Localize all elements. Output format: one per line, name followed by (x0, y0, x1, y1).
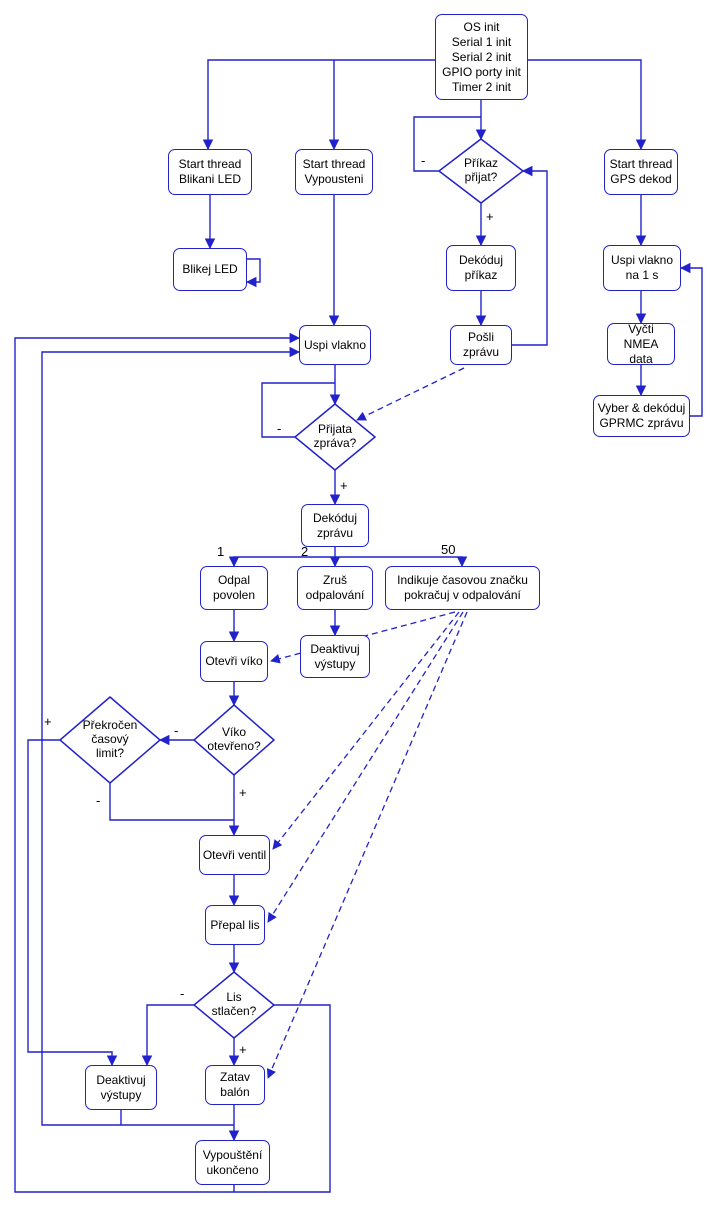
node-blikej-led: Blikej LED (173, 248, 247, 291)
node-vycti-nmea: Vyčti NMEA data (607, 322, 675, 366)
node-vypousteni-ukonceno: Vypouštění ukončeno (195, 1140, 270, 1185)
node-zatav-balon: Zatav balón (205, 1065, 265, 1105)
edge-prijata-no-loop (261, 382, 335, 438)
edge-label-viko-no: - (174, 723, 179, 738)
edge-indikuje-to-zatav-dashed (266, 611, 468, 1079)
edge-label-branch-1: 1 (217, 544, 225, 559)
node-dekoduj-prikaz: Dekóduj příkaz (446, 245, 516, 291)
edge-label-prikaz-no: - (421, 153, 426, 168)
edge-label-lis-yes: + (239, 1042, 247, 1057)
edge-gprmc-to-uspi1s (679, 262, 703, 417)
edge-indikuje-to-prepal-dashed (267, 611, 464, 923)
node-start-thread-vypousteni: Start thread Vypousteni (295, 149, 373, 195)
edge-label-branch-50: 50 (441, 542, 456, 557)
edge-prekrocen-yes (27, 739, 118, 1067)
node-uspi-vlakno: Uspi vlakno (299, 325, 371, 365)
edge-prekrocen-no (109, 783, 234, 821)
edge-label-branch-2: 2 (301, 544, 309, 559)
edge-label-prijata-yes: + (340, 478, 348, 493)
edge-label-prijata-no: - (277, 421, 282, 436)
node-otevri-viko: Otevři víko (200, 641, 268, 682)
node-otevri-ventil: Otevři ventil (199, 835, 270, 875)
edge-label-prikaz-yes: + (486, 209, 494, 224)
node-zrus-odpalovani: Zruš odpalování (297, 566, 373, 610)
decision-prekrocen-limit: Překročen časový limit? (82, 718, 138, 760)
node-odpal-povolen: Odpal povolen (200, 566, 268, 610)
node-deaktivuj-vystupy-bottom: Deaktivuj výstupy (85, 1065, 157, 1110)
node-start-thread-gps: Start thread GPS dekod (604, 149, 678, 195)
edge-label-lis-no: - (180, 986, 185, 1001)
edge-branch-50 (335, 556, 468, 568)
edge-label-prekrocen-yes: + (44, 714, 52, 729)
node-gprmc: Vyber & dekóduj GPRMC zprávu (593, 395, 690, 437)
edge-deaktivuj2-to-uspi (41, 346, 301, 1126)
node-dekoduj-zpravu: Dekóduj zprávu (301, 504, 369, 547)
node-uspi-vlakno-1s: Uspi vlakno na 1 s (603, 245, 681, 291)
node-prepal-lis: Přepal lis (205, 905, 265, 945)
edge-branch-1 (228, 556, 335, 568)
decision-prijata-zprava: Přijata zpráva? (313, 422, 357, 450)
edge-label-prekrocen-no: - (96, 793, 101, 808)
edge-posli-to-prikaz (512, 165, 548, 346)
decision-lis-stlacen: Lis stlačen? (211, 990, 257, 1018)
edge-init-to-gps (528, 59, 647, 151)
edge-label-viko-yes: + (239, 785, 247, 800)
node-os-init: OS init Serial 1 init Serial 2 init GPIO… (435, 14, 528, 100)
edge-lis-no (141, 1004, 194, 1067)
edge-prikaz-no-loop (413, 116, 481, 172)
edge-blikej-self-loop (245, 258, 261, 288)
node-posli-zpravu: Pošli zprávu (450, 325, 512, 365)
edge-init-to-blikani (202, 59, 435, 151)
node-start-thread-blikani: Start thread Blikani LED (168, 149, 252, 195)
decision-prikaz-prijat: Příkaz přijat? (463, 156, 498, 184)
edge-bottom-feedback-to-uspi (14, 332, 331, 1193)
edge-indikuje-to-ventil-dashed (272, 611, 460, 850)
node-deaktivuj-vystupy-top: Deaktivuj výstupy (300, 635, 370, 678)
node-indikuje-znacku: Indikuje časovou značku pokračuj v odpal… (385, 566, 540, 610)
decision-viko-otevreno: Víko otevřeno? (207, 725, 261, 753)
